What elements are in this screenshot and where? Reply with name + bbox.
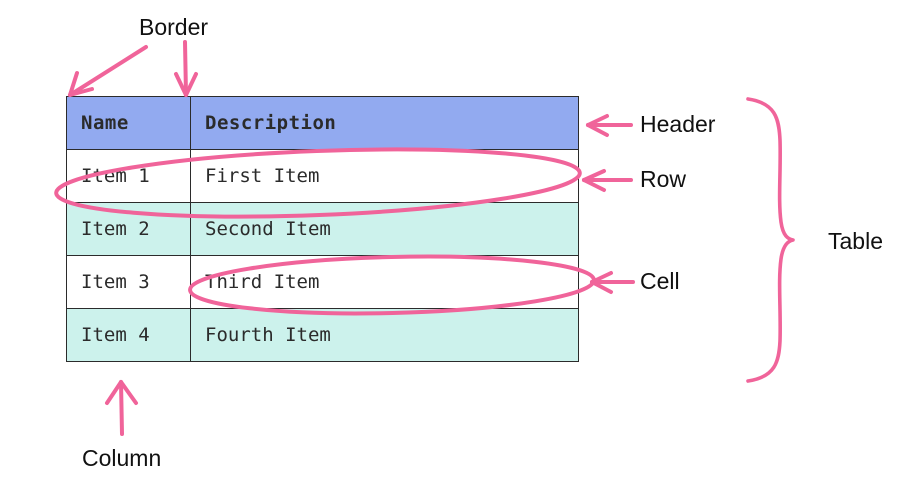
border-arrow-vertical-icon	[174, 40, 198, 97]
table-row: Item 3 Third Item	[66, 255, 579, 309]
table-header: Name Description	[66, 96, 579, 150]
annotation-label-table: Table	[828, 228, 883, 254]
column-header-name: Name	[66, 96, 191, 150]
table-container: Name Description Item 1 First Item Item …	[66, 96, 579, 362]
annotation-label-border: Border	[139, 14, 209, 40]
annotation-label-row: Row	[640, 166, 687, 192]
table-brace-icon	[746, 97, 795, 383]
cell-description: First Item	[190, 149, 579, 203]
table-row: Item 1 First Item	[66, 149, 579, 203]
cell-arrow-icon	[590, 271, 635, 294]
header-arrow-icon	[586, 114, 633, 137]
table-body: Item 1 First Item Item 2 Second Item Ite…	[66, 149, 579, 362]
table-row: Item 4 Fourth Item	[66, 308, 579, 362]
column-arrow-icon	[105, 380, 138, 436]
column-header-description: Description	[190, 96, 579, 150]
cell-name: Item 1	[66, 149, 191, 203]
annotation-label-cell: Cell	[640, 268, 680, 294]
cell-name: Item 3	[66, 255, 191, 309]
header-row: Name Description	[66, 96, 579, 150]
annotation-label-header: Header	[640, 111, 716, 137]
annotation-label-column: Column	[82, 445, 162, 471]
demo-table: Name Description Item 1 First Item Item …	[66, 96, 579, 362]
table-row: Item 2 Second Item	[66, 202, 579, 256]
cell-name: Item 2	[66, 202, 191, 256]
border-arrow-diagonal-icon	[68, 45, 148, 97]
row-arrow-icon	[582, 169, 633, 192]
cell-description: Fourth Item	[190, 308, 579, 362]
cell-description: Third Item	[190, 255, 579, 309]
cell-description: Second Item	[190, 202, 579, 256]
cell-name: Item 4	[66, 308, 191, 362]
